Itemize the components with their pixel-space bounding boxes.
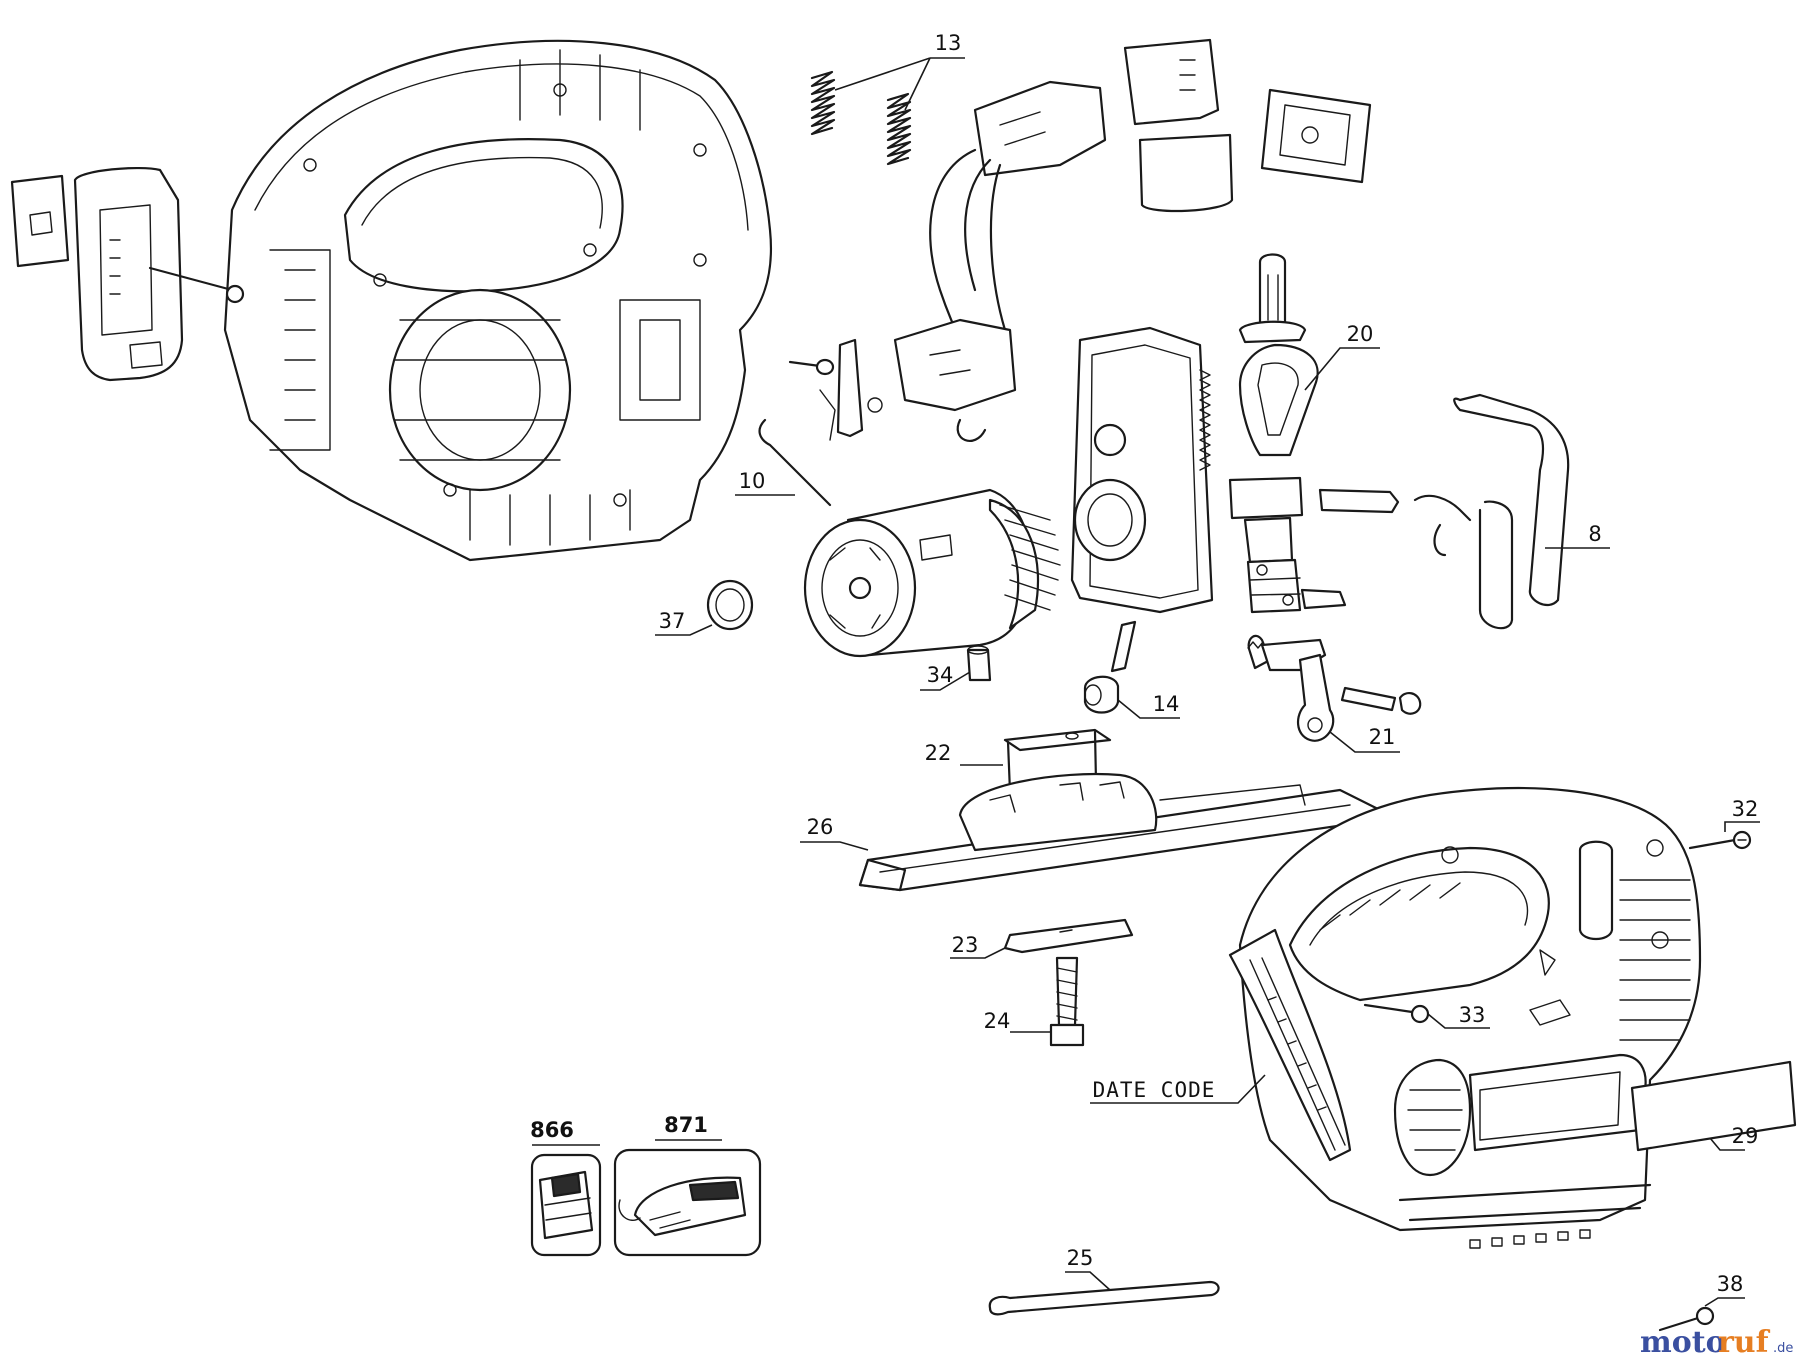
leader-38	[1704, 1297, 1745, 1307]
callout-33: 33	[1459, 1003, 1486, 1027]
callout-29: 29	[1732, 1124, 1759, 1148]
date-code-label: DATE CODE	[1093, 1078, 1216, 1102]
callout-21: 21	[1369, 725, 1396, 749]
callout-866: 866	[530, 1118, 574, 1142]
springs	[810, 70, 912, 166]
leader-25	[1065, 1271, 1111, 1291]
guide-bar	[1318, 488, 1400, 514]
callout-32: 32	[1732, 797, 1759, 821]
wire-spring-8	[1413, 393, 1570, 630]
svg-text:.de: .de	[1773, 1341, 1793, 1356]
wire-10	[758, 418, 832, 507]
screw-24	[1049, 956, 1085, 1047]
svg-text:ruf: ruf	[1718, 1325, 1771, 1360]
callout-14: 14	[1153, 692, 1180, 716]
callout-8: 8	[1588, 522, 1601, 546]
pin-small	[1110, 620, 1137, 673]
ring-37	[706, 579, 754, 631]
watermark-logo: moto ruf .de	[1640, 1325, 1793, 1360]
plunger-20	[1228, 253, 1347, 614]
screw-38	[1658, 1306, 1715, 1332]
callout-25: 25	[1067, 1246, 1094, 1270]
leader-23	[950, 947, 1006, 959]
clamp-plate-23	[1003, 918, 1134, 954]
pin-34	[966, 648, 992, 682]
screw-32	[1688, 830, 1752, 850]
motor	[803, 488, 1061, 658]
switch-assembly	[893, 38, 1372, 442]
leader-20	[1304, 347, 1380, 391]
shoe-26	[858, 772, 1382, 892]
gear-housing	[1070, 326, 1214, 614]
svg-text:moto: moto	[1640, 1325, 1726, 1360]
callout-37: 37	[659, 609, 686, 633]
leader-21	[1329, 731, 1400, 753]
label-29	[1630, 1060, 1797, 1152]
callout-22: 22	[925, 741, 952, 765]
leader-date-code	[1090, 1074, 1266, 1104]
callout-23: 23	[952, 933, 979, 957]
leader-29	[1709, 1137, 1745, 1151]
leader-14	[1117, 699, 1180, 719]
callout-24: 24	[984, 1009, 1011, 1033]
callout-871: 871	[664, 1113, 708, 1137]
callout-13: 13	[935, 31, 962, 55]
leader-37	[655, 624, 713, 636]
switch-button	[10, 166, 245, 382]
leader-34	[920, 671, 971, 691]
callout-20: 20	[1347, 322, 1374, 346]
accessory-boxes	[530, 1148, 762, 1257]
callout-38: 38	[1717, 1272, 1744, 1296]
leader-32	[1724, 821, 1760, 832]
callout-26: 26	[807, 815, 834, 839]
leader-13a	[834, 57, 931, 91]
leader-13b	[904, 57, 931, 111]
callout-10: 10	[739, 469, 766, 493]
leader-33	[1427, 1013, 1490, 1029]
assembled-jigsaw	[1228, 787, 1702, 1249]
callout-34: 34	[927, 663, 954, 687]
lever-21	[1247, 634, 1422, 742]
housing-half	[223, 39, 772, 562]
bearing-14	[1083, 675, 1120, 714]
screw-clip	[788, 338, 883, 441]
hex-key-25	[988, 1280, 1220, 1316]
leader-26	[800, 841, 869, 851]
